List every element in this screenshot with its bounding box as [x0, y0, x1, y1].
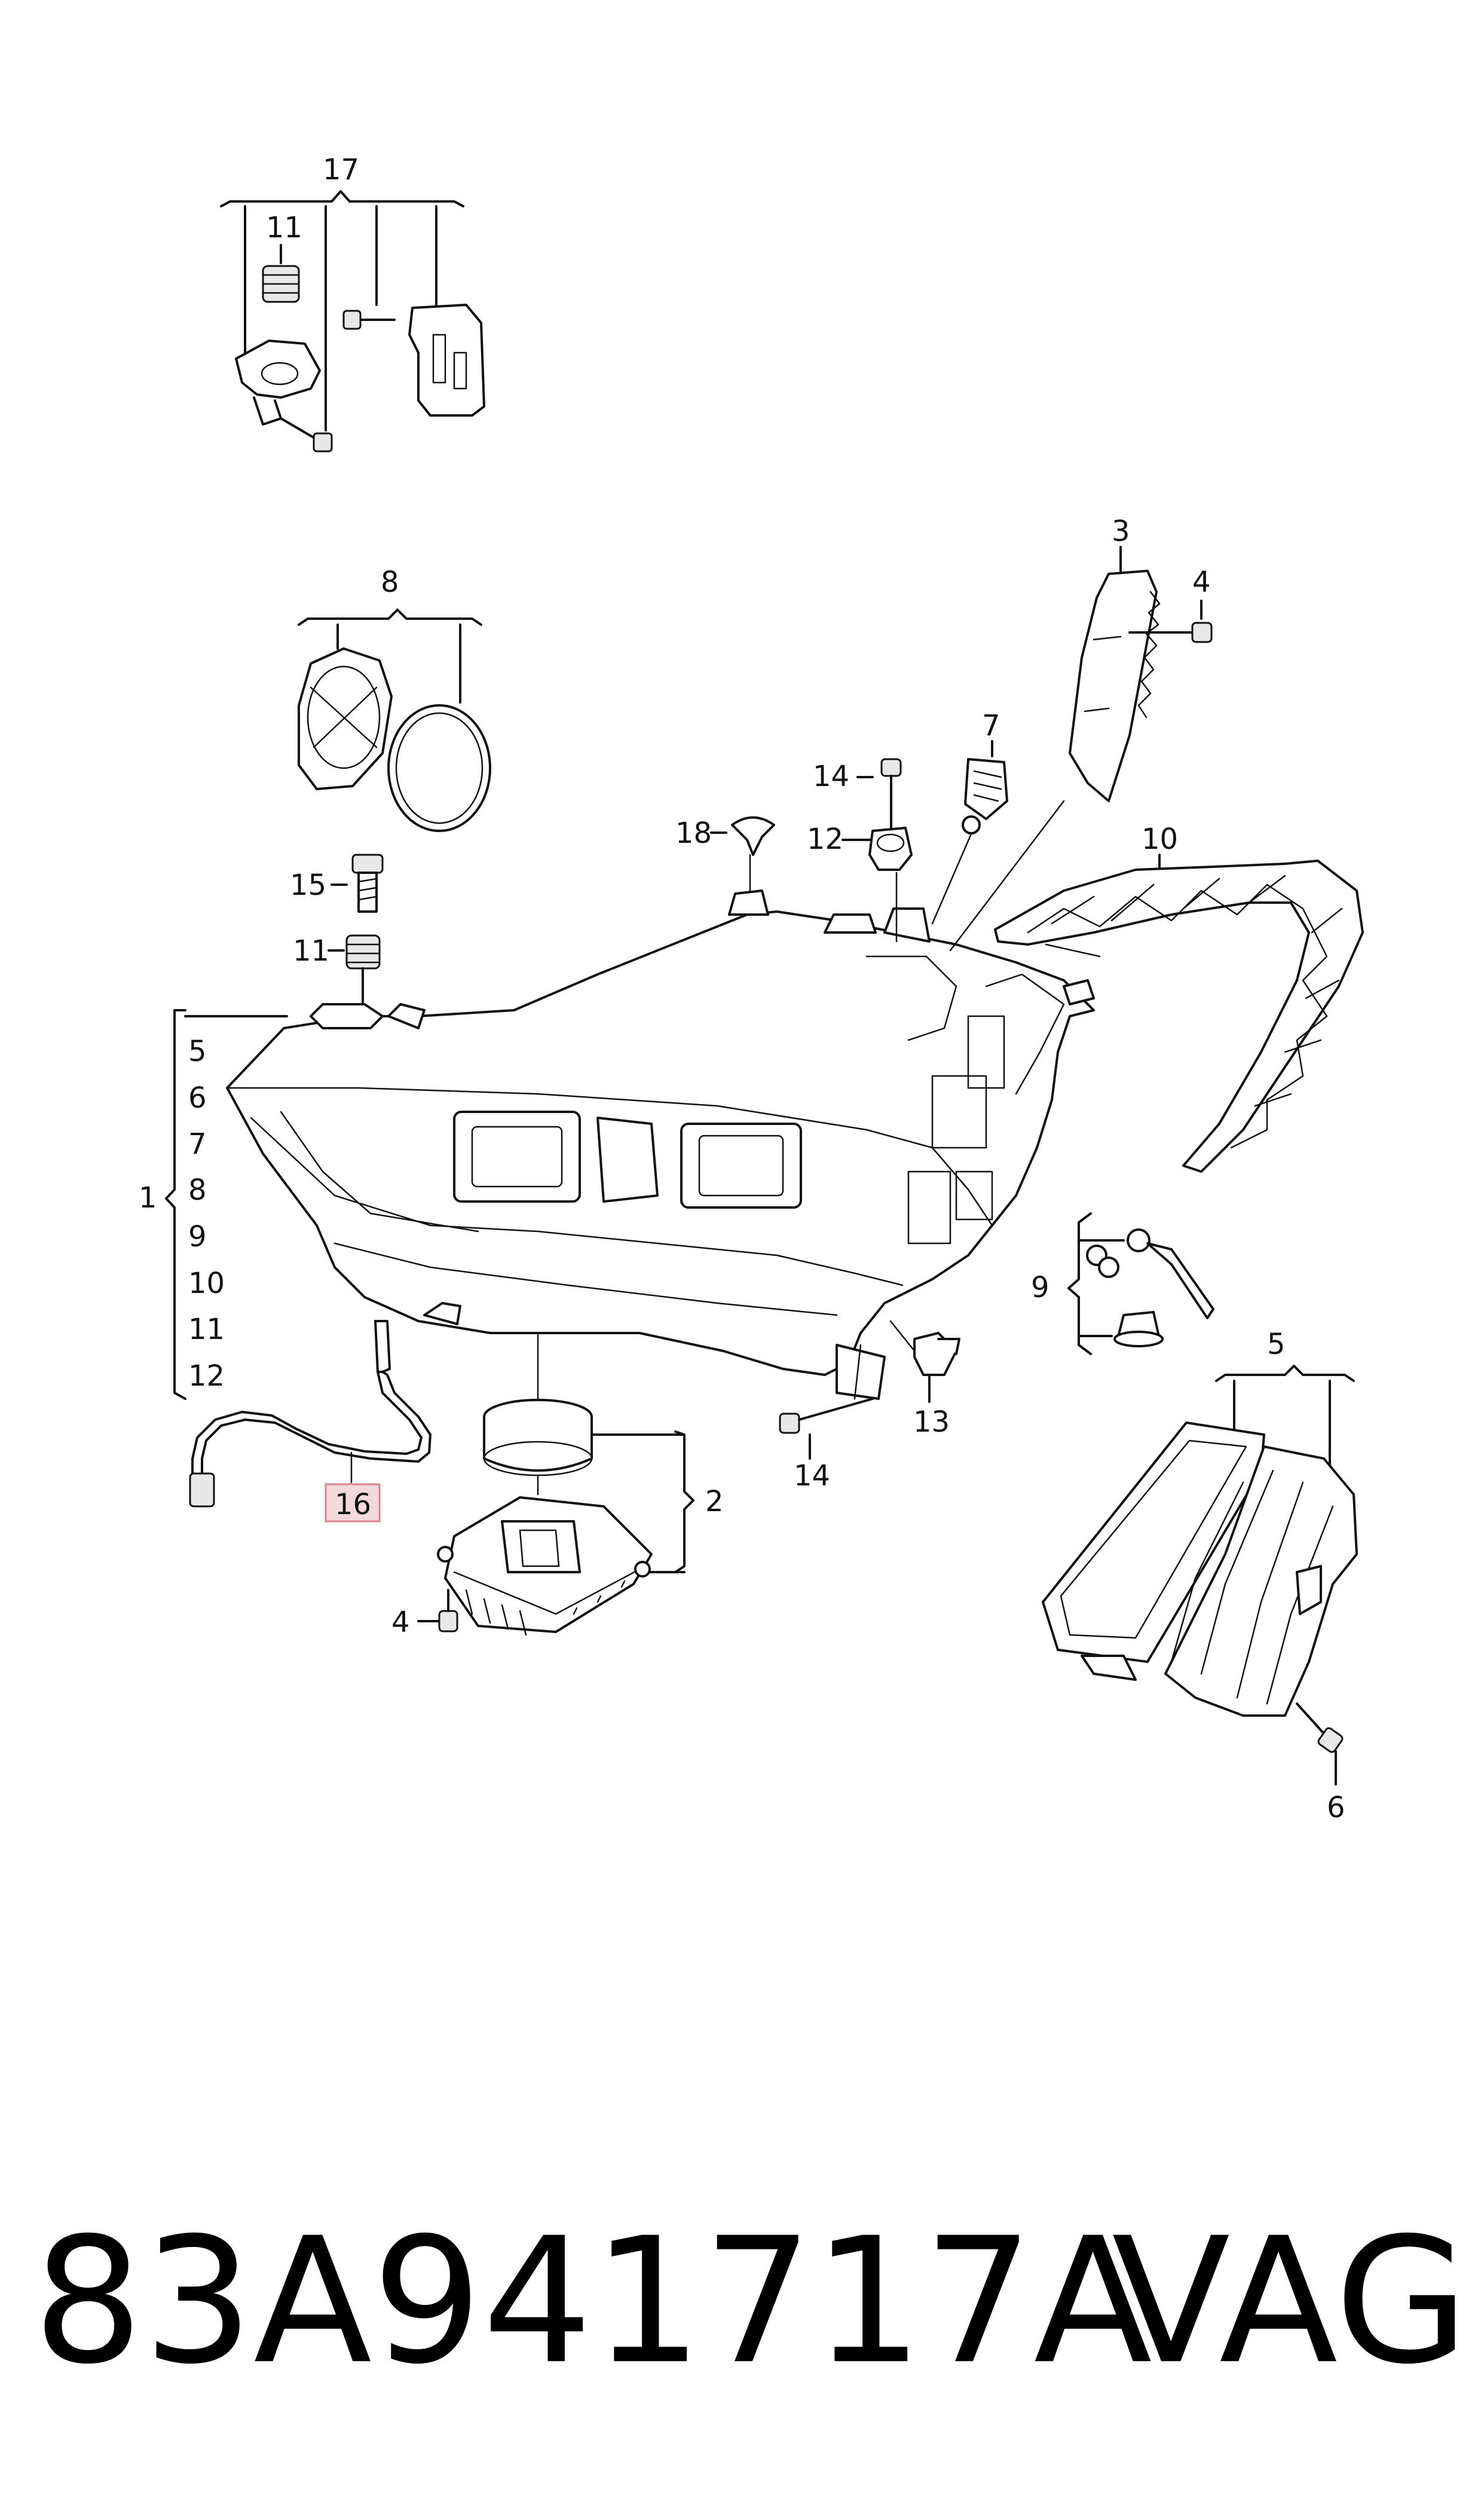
part-1-brace: [165, 1009, 288, 1400]
label-4-bottom: 4: [391, 1606, 410, 1639]
label-13: 13: [913, 1405, 950, 1439]
callout-labels: 17 11 8 3 4 7 14 12 18 10 15 11 1 5 6 7 …: [139, 153, 1345, 1824]
label-17: 17: [323, 153, 359, 187]
label-7: 7: [982, 709, 1000, 742]
part-1-headlight-housing: [226, 800, 1101, 1400]
part-17-bracket-kit: [220, 190, 485, 453]
label-2: 2: [705, 1485, 724, 1518]
label-11-mid: 11: [293, 934, 329, 968]
part-13-clip: [889, 1320, 960, 1403]
part-10-seal-frame: [994, 854, 1364, 1173]
part-7-connector: [931, 740, 1008, 925]
label-8: 8: [381, 565, 399, 599]
label-5: 5: [1267, 1328, 1286, 1361]
label-3: 3: [1112, 515, 1130, 548]
part-16-wiring-harness: [189, 1320, 432, 1508]
label-1-item-9: 9: [188, 1220, 207, 1254]
label-12-top: 12: [807, 823, 843, 856]
part-4-screw-bottom: [417, 1589, 458, 1633]
part-6-screw: [1296, 1702, 1344, 1786]
label-1-item-12: 12: [188, 1359, 225, 1393]
part-9-adjuster-kit: [1067, 1212, 1214, 1355]
label-4-top: 4: [1192, 565, 1211, 599]
part-4-screw-top: [1128, 600, 1213, 643]
label-1-item-11: 11: [188, 1313, 225, 1346]
label-1-item-6: 6: [188, 1081, 207, 1115]
label-9: 9: [1031, 1271, 1049, 1304]
part-15-screw: [331, 854, 384, 913]
part-18-rubber-plug: [710, 816, 775, 892]
label-1-item-5: 5: [188, 1035, 207, 1068]
part-14-screw-top: [856, 758, 902, 829]
part-16-highlight: [325, 1483, 381, 1523]
part-12-holder-top: [842, 827, 913, 871]
label-1-item-7: 7: [188, 1127, 207, 1161]
label-14-bottom: 14: [794, 1459, 830, 1493]
part-number-text: 83A941717A: [33, 2201, 1153, 2402]
label-11-top: 11: [266, 211, 302, 244]
part-14-screw-bottom: [779, 1398, 874, 1460]
label-1-item-8: 8: [188, 1173, 207, 1207]
label-15: 15: [290, 869, 326, 902]
part-11-nut: [328, 934, 381, 1011]
label-10: 10: [1142, 823, 1178, 856]
part-2-control-unit: [437, 1332, 694, 1636]
label-14-top: 14: [813, 760, 849, 793]
brand-text: VAG: [1112, 2201, 1469, 2402]
label-16: 16: [335, 1488, 371, 1521]
label-6: 6: [1327, 1791, 1345, 1824]
label-1: 1: [139, 1181, 157, 1215]
part-3-mounting-strip: [1069, 546, 1161, 802]
label-1-item-10: 10: [188, 1267, 225, 1300]
label-18: 18: [675, 817, 712, 850]
part-5-drl-module: [1042, 1365, 1358, 1717]
part-8-cover-cap-and-seal: [298, 609, 491, 832]
